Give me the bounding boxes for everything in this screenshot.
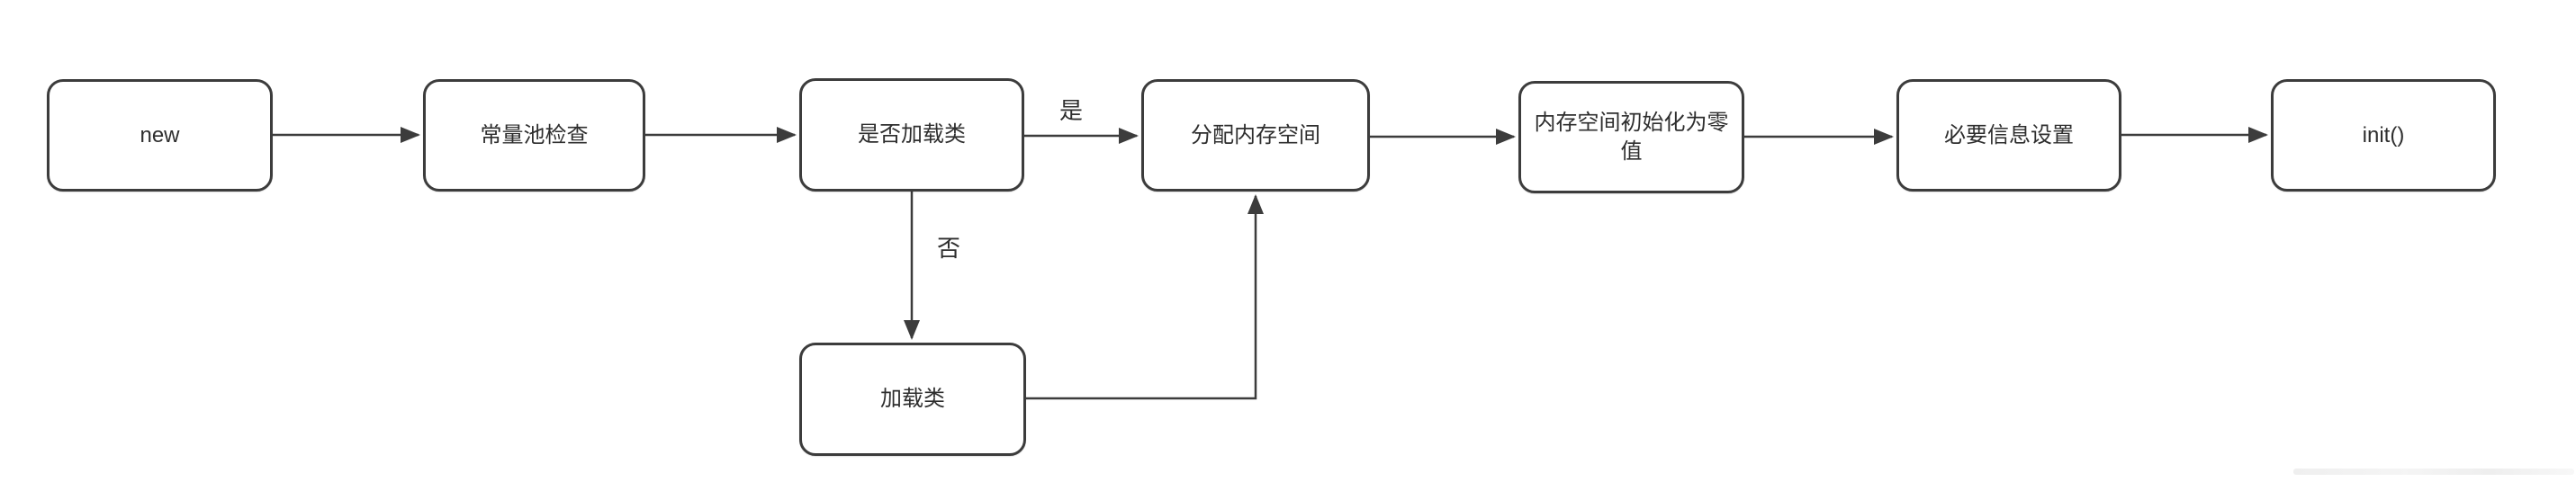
node-constant-pool-check-label: 常量池检查 xyxy=(480,122,589,147)
node-necessary-info-setup-label: 必要信息设置 xyxy=(1944,122,2074,147)
watermark-smudge xyxy=(2293,469,2574,475)
node-allocate-memory: 分配内存空间 xyxy=(1141,79,1370,192)
edge-label-yes: 是 xyxy=(1054,97,1088,124)
node-init: init() xyxy=(2271,79,2496,192)
node-zero-init-memory: 内存空间初始化为零值 xyxy=(1518,81,1744,193)
node-zero-init-memory-label: 内存空间初始化为零值 xyxy=(1534,110,1729,164)
node-load-class: 加载类 xyxy=(799,343,1026,456)
node-init-label: init() xyxy=(2362,122,2405,147)
node-load-class-label: 加载类 xyxy=(880,387,945,411)
node-class-loaded-check: 是否加载类 xyxy=(799,78,1024,192)
node-necessary-info-setup: 必要信息设置 xyxy=(1896,79,2121,192)
edge-load-to-alloc-line xyxy=(1026,194,1264,400)
node-constant-pool-check: 常量池检查 xyxy=(423,79,645,192)
node-class-loaded-check-label: 是否加载类 xyxy=(858,122,966,147)
node-allocate-memory-label: 分配内存空间 xyxy=(1191,122,1320,147)
node-new: new xyxy=(47,79,273,192)
edge-label-no: 否 xyxy=(931,235,967,262)
node-new-label: new xyxy=(140,122,180,147)
